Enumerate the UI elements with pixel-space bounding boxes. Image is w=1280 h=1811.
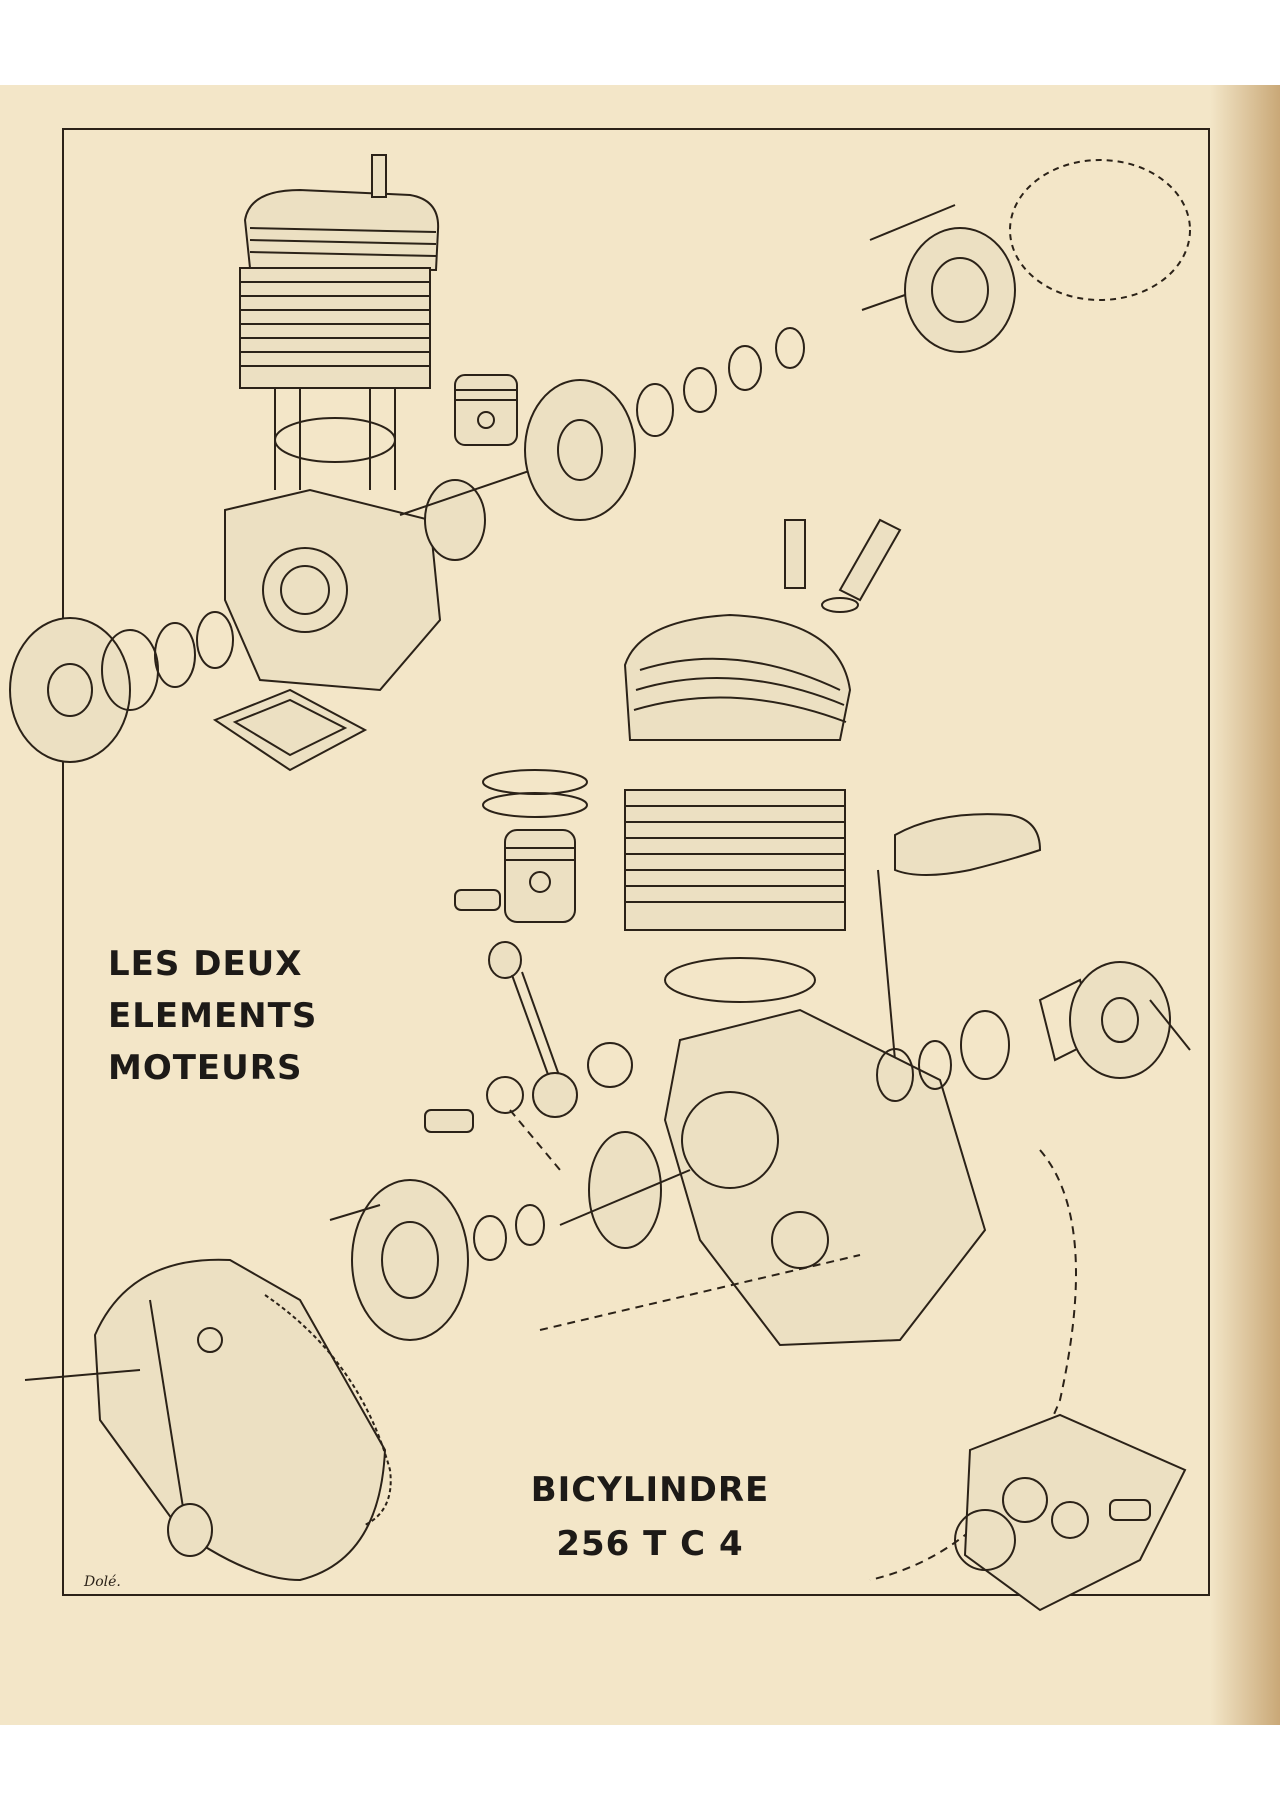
upper-barrel-fins	[240, 281, 430, 367]
caption-right-line-1: BICYLINDRE	[530, 1470, 770, 1510]
border-frame	[62, 128, 1210, 1596]
lower-spark-plug	[838, 518, 902, 602]
upper-cylinder-skirt	[274, 417, 396, 463]
lower-head-bolt	[784, 519, 806, 589]
upper-cylinder-studs	[274, 388, 396, 490]
upper-inlet-gasket-plate	[212, 688, 368, 772]
lower-cylinder-base-gasket	[664, 957, 816, 1003]
lower-crankcase	[663, 1008, 987, 1347]
upper-crankcase-bearing-seat	[262, 547, 348, 633]
caption-bicylindre: BICYLINDRE 256 T C 4	[530, 1463, 770, 1571]
upper-magneto-rotor	[861, 204, 1016, 353]
upper-engine-assembly	[9, 154, 1191, 772]
upper-shaft-bearings	[636, 327, 805, 437]
kickstart-shaft	[24, 1369, 141, 1381]
lower-gudgeon-pin	[454, 889, 501, 911]
lower-washer	[821, 597, 859, 613]
lower-engine-assembly	[24, 518, 1191, 1612]
lower-cylinder-head	[623, 613, 852, 741]
upper-crankcase	[224, 488, 442, 692]
caption-right-line-2: 256 T C 4	[556, 1524, 744, 1564]
lower-barrel-fins	[625, 805, 845, 903]
upper-side-cover-dashed	[1009, 159, 1191, 301]
upper-crankcase-cover	[524, 379, 636, 521]
lower-crankshaft	[559, 1131, 691, 1249]
lower-long-stud	[877, 869, 896, 1061]
lower-crankcase-bore-upper	[681, 1091, 779, 1189]
lower-left-cover	[329, 1179, 545, 1341]
lower-bigend-bearings	[424, 1042, 633, 1133]
artist-signature: Dolé.	[84, 1574, 121, 1590]
lower-head-fins	[633, 657, 847, 723]
upper-crankcase-bearing-bore	[280, 565, 330, 615]
caption-left-line-1: LES DEUX	[108, 944, 303, 984]
upper-left-flywheel	[9, 611, 234, 763]
lower-piston	[504, 829, 576, 923]
lower-cylinder-barrel	[624, 789, 846, 931]
upper-piston	[454, 374, 518, 446]
paper-edge-shading	[1210, 85, 1280, 1725]
lower-gearbox-unit	[954, 1413, 1187, 1612]
lower-magneto-housing	[1069, 961, 1191, 1079]
lower-kickstart-housing	[24, 1258, 387, 1582]
lower-drive-chain	[264, 1294, 392, 1526]
lower-connecting-rod	[488, 941, 578, 1118]
upper-head-bolt	[371, 154, 387, 198]
lower-crankcase-bore-lower	[771, 1211, 829, 1269]
upper-head-fins	[249, 227, 437, 257]
lower-piston-rings	[482, 769, 588, 818]
caption-les-deux-elements-moteurs: LES DEUX ELEMENTS MOTEURS	[108, 938, 317, 1094]
upper-cylinder-barrel	[239, 267, 431, 389]
kickstart-lever	[149, 1299, 186, 1521]
caption-left-line-3: MOTEURS	[108, 1048, 303, 1088]
caption-left-line-2: ELEMENTS	[108, 996, 318, 1036]
lower-exhaust-elbow	[894, 813, 1042, 876]
lower-dashed-guide-lines	[509, 1109, 1077, 1581]
